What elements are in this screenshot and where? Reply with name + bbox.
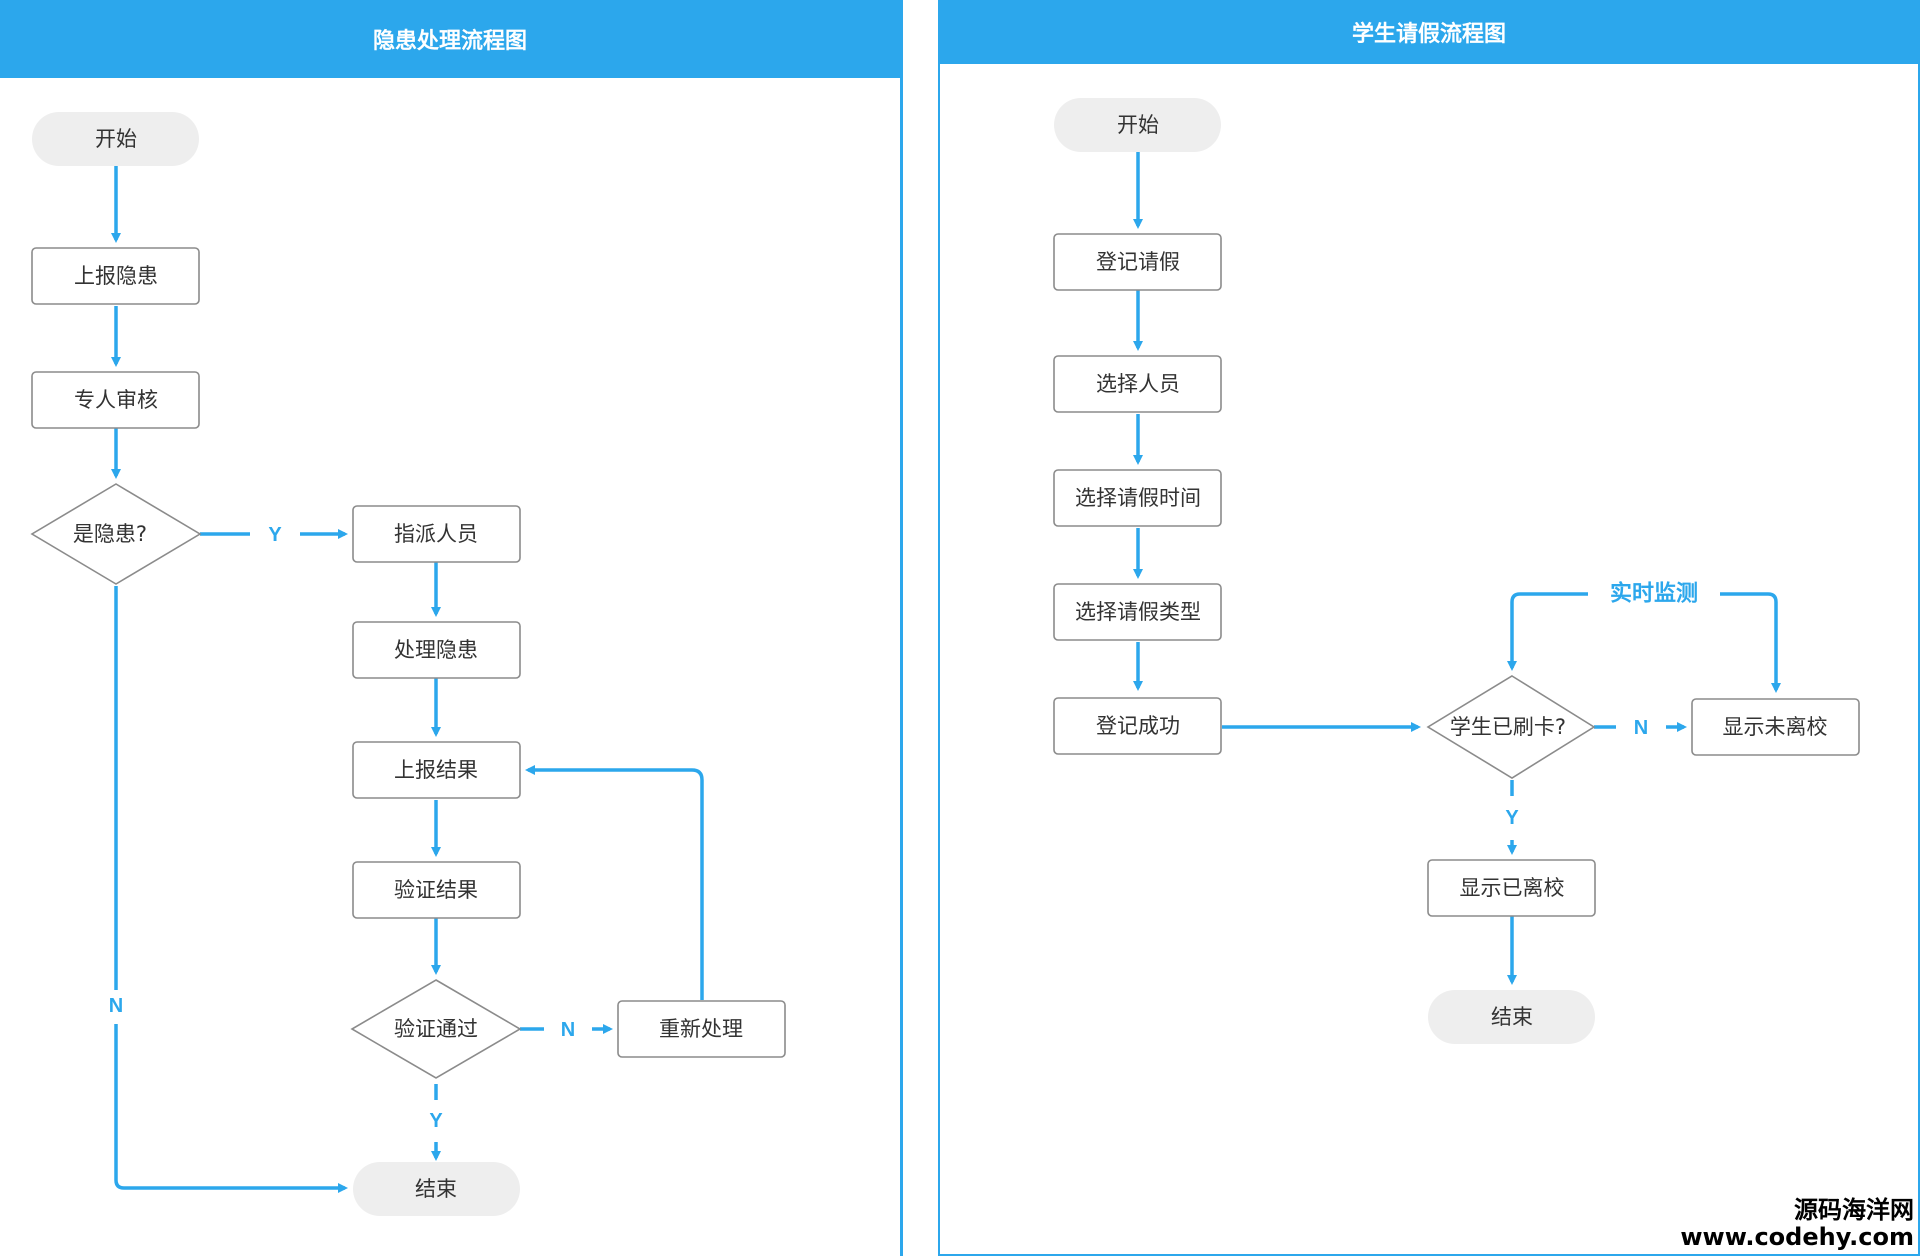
handle-node bbox=[352, 621, 521, 679]
is-hazard-decision bbox=[30, 483, 202, 585]
edge-label-n-verify: N bbox=[561, 1019, 575, 1041]
start-node bbox=[32, 112, 199, 166]
watermark-url: www.codehy.com bbox=[1680, 1223, 1914, 1252]
end-label: 结束 bbox=[1491, 1005, 1533, 1029]
review-node bbox=[31, 371, 200, 429]
swiped-decision bbox=[1426, 675, 1596, 779]
end-label: 结束 bbox=[415, 1177, 457, 1201]
review-label: 专人审核 bbox=[74, 388, 158, 412]
swiped-label: 学生已刷卡? bbox=[1450, 715, 1566, 739]
register-leave-label: 登记请假 bbox=[1096, 250, 1180, 274]
select-person-node bbox=[1053, 355, 1222, 413]
hazard-flowchart-title: 隐患处理流程图 bbox=[0, 0, 900, 78]
reprocess-node bbox=[617, 1000, 786, 1058]
select-time-node bbox=[1053, 469, 1222, 527]
edge-reprocess-loop bbox=[525, 765, 704, 1000]
end-node bbox=[1428, 990, 1595, 1044]
report-hazard-node bbox=[31, 247, 200, 305]
edge-label-y: Y bbox=[268, 524, 282, 546]
end-node bbox=[353, 1162, 520, 1216]
register-leave-node bbox=[1053, 233, 1222, 291]
not-left-node bbox=[1691, 698, 1860, 756]
watermark-site-name: 源码海洋网 bbox=[1794, 1195, 1914, 1224]
select-time-label: 选择请假时间 bbox=[1075, 486, 1201, 510]
start-node-label: 开始 bbox=[95, 127, 137, 151]
site-watermark: 源码海洋网 www.codehy.com bbox=[1680, 1195, 1914, 1252]
register-success-label: 登记成功 bbox=[1096, 714, 1180, 738]
assign-node bbox=[352, 505, 521, 563]
start-label: 开始 bbox=[1117, 113, 1159, 137]
report-hazard-label: 上报隐患 bbox=[74, 264, 158, 288]
edge-monitor-right bbox=[1720, 592, 1781, 693]
leave-flowchart-title: 学生请假流程图 bbox=[938, 0, 1920, 64]
edge-label-n: N bbox=[1634, 717, 1648, 739]
not-left-label: 显示未离校 bbox=[1723, 715, 1828, 739]
leave-flowchart: 开始 登记请假 选择人员 选择请假时间 选择请假类型 登记成功 学生已刷卡? 显… bbox=[1053, 98, 1860, 1044]
edge-decision-n-2 bbox=[114, 1024, 348, 1193]
left-school-node bbox=[1427, 859, 1596, 917]
select-type-label: 选择请假类型 bbox=[1075, 600, 1201, 624]
verify-label: 验证结果 bbox=[394, 878, 478, 902]
select-person-label: 选择人员 bbox=[1096, 372, 1180, 396]
hazard-flowchart-panel: 隐患处理流程图 开始 上报隐患 专人审核 是隐患? bbox=[0, 0, 903, 1256]
edge-label-n: N bbox=[109, 995, 123, 1017]
assign-label: 指派人员 bbox=[394, 522, 478, 546]
left-school-label: 显示已离校 bbox=[1460, 876, 1565, 900]
verify-pass-decision bbox=[350, 979, 522, 1079]
verify-pass-label: 验证通过 bbox=[394, 1017, 478, 1041]
report-result-label: 上报结果 bbox=[394, 758, 478, 782]
handle-label: 处理隐患 bbox=[394, 638, 478, 662]
realtime-monitor-label: 实时监测 bbox=[1610, 581, 1698, 607]
select-type-node bbox=[1053, 583, 1222, 641]
verify-node bbox=[352, 861, 521, 919]
is-hazard-label: 是隐患? bbox=[73, 522, 147, 546]
edge-monitor-left bbox=[1507, 592, 1588, 671]
edge-label-y: Y bbox=[1505, 807, 1519, 829]
report-result-node bbox=[352, 741, 521, 799]
reprocess-label: 重新处理 bbox=[659, 1017, 743, 1041]
hazard-flowchart: 开始 上报隐患 专人审核 是隐患? 指派人员 处理隐患 上报结果 验证结果 验证… bbox=[30, 112, 786, 1216]
start-node bbox=[1054, 98, 1221, 152]
register-success-node bbox=[1053, 697, 1222, 755]
leave-flowchart-panel: 学生请假流程图 开始 登记请假 选择人员 选择请假时间 选择请假类型 bbox=[938, 0, 1920, 1256]
edge-label-y-verify: Y bbox=[429, 1110, 443, 1132]
